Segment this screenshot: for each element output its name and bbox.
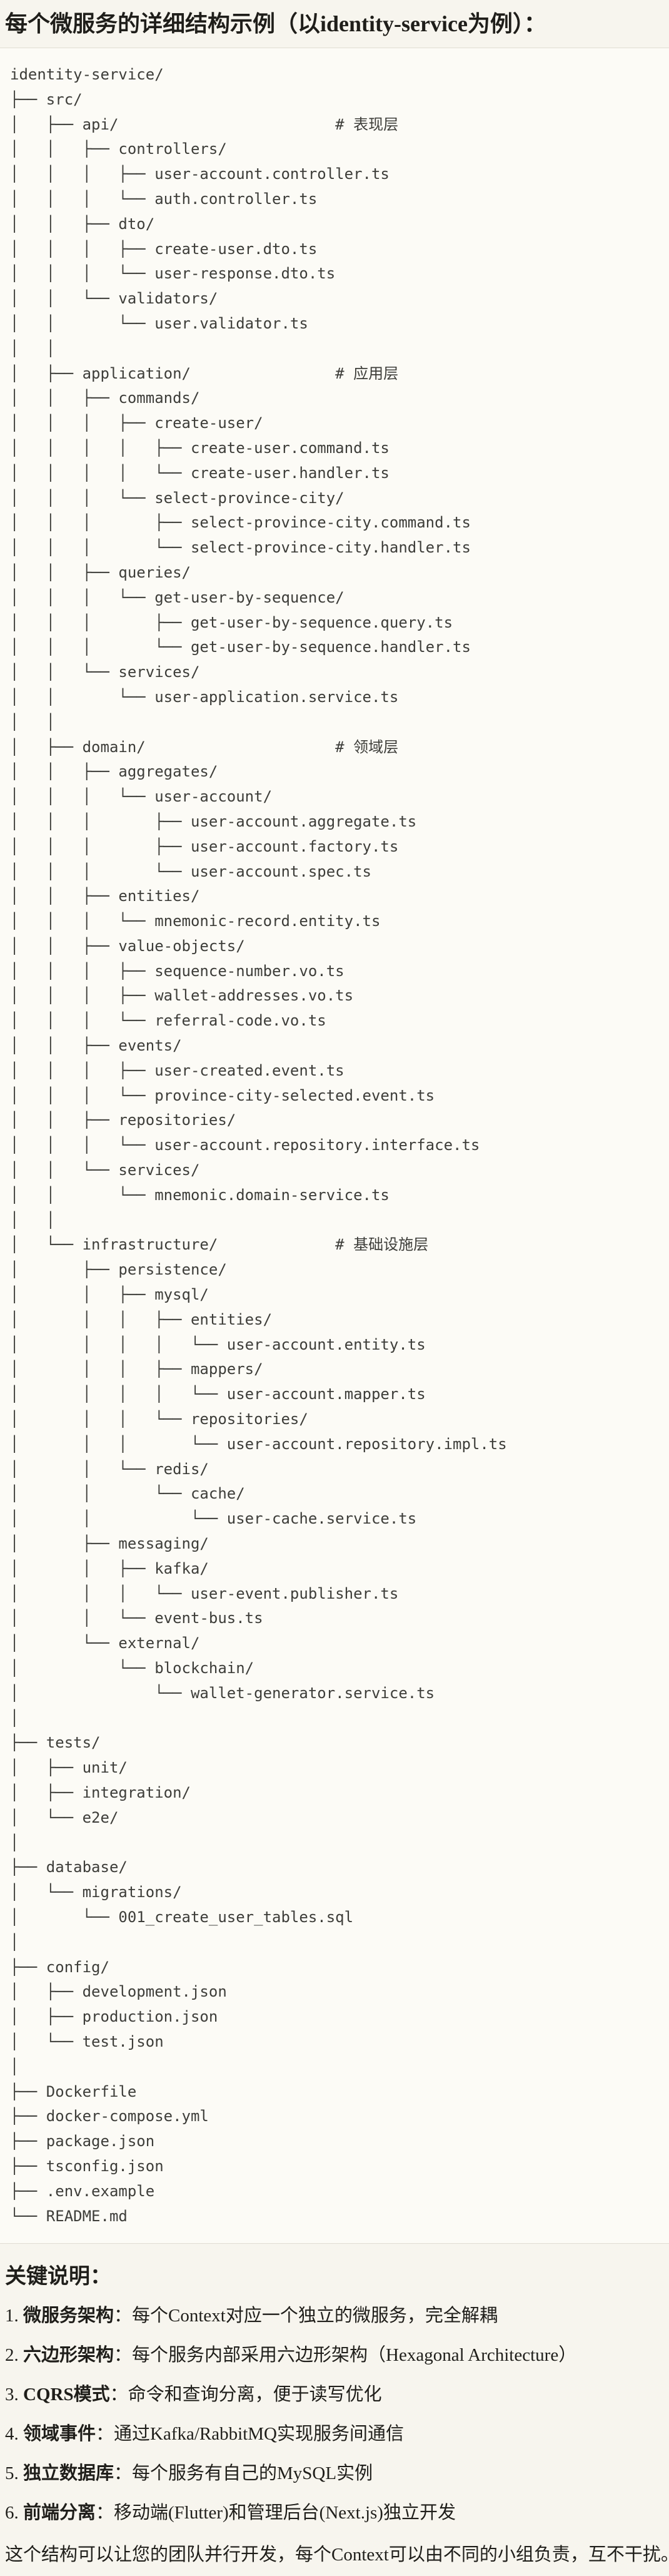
note-description: ：通过Kafka/RabbitMQ实现服务间通信 <box>96 2424 404 2445</box>
note-number: 3. <box>5 2385 23 2405</box>
key-notes-list: 1. 微服务架构：每个Context对应一个独立的微服务，完全解耦 2. 六边形… <box>5 2303 664 2525</box>
note-term: 微服务架构 <box>23 2306 114 2326</box>
note-item: 5. 独立数据库：每个服务有自己的MySQL实例 <box>5 2461 664 2486</box>
note-item: 3. CQRS模式：命令和查询分离，便于读写优化 <box>5 2382 664 2407</box>
note-item: 4. 领域事件：通过Kafka/RabbitMQ实现服务间通信 <box>5 2421 664 2446</box>
page-title: 每个微服务的详细结构示例（以identity-service为例）： <box>5 11 546 36</box>
note-item: 1. 微服务架构：每个Context对应一个独立的微服务，完全解耦 <box>5 2303 664 2328</box>
note-term: CQRS模式 <box>23 2385 110 2405</box>
note-description: ：每个服务内部采用六边形架构（Hexagonal Architecture） <box>114 2345 577 2366</box>
directory-tree-text: identity-service/ ├── src/ │ ├── api/ # … <box>10 66 507 2225</box>
note-number: 2. <box>5 2345 23 2366</box>
note-term: 领域事件 <box>23 2424 96 2445</box>
code-block: identity-service/ ├── src/ │ ├── api/ # … <box>0 48 669 2244</box>
note-term: 独立数据库 <box>23 2463 114 2484</box>
closing-paragraph: 这个结构可以让您的团队并行开发，每个Context可以由不同的小组负责，互不干扰… <box>5 2545 669 2565</box>
note-description: ：移动端(Flutter)和管理后台(Next.js)独立开发 <box>96 2503 456 2523</box>
note-term: 前端分离 <box>23 2503 96 2523</box>
note-number: 1. <box>5 2306 23 2326</box>
note-item: 6. 前端分离：移动端(Flutter)和管理后台(Next.js)独立开发 <box>5 2500 664 2525</box>
note-description: ：每个Context对应一个独立的微服务，完全解耦 <box>114 2306 498 2326</box>
note-description: ：每个服务有自己的MySQL实例 <box>114 2463 373 2484</box>
note-term: 六边形架构 <box>23 2345 114 2366</box>
key-notes-heading: 关键说明： <box>5 2265 111 2289</box>
note-item: 2. 六边形架构：每个服务内部采用六边形架构（Hexagonal Archite… <box>5 2343 664 2368</box>
note-number: 4. <box>5 2424 23 2445</box>
note-number: 5. <box>5 2463 23 2484</box>
note-number: 6. <box>5 2503 23 2523</box>
note-description: ：命令和查询分离，便于读写优化 <box>109 2385 382 2405</box>
